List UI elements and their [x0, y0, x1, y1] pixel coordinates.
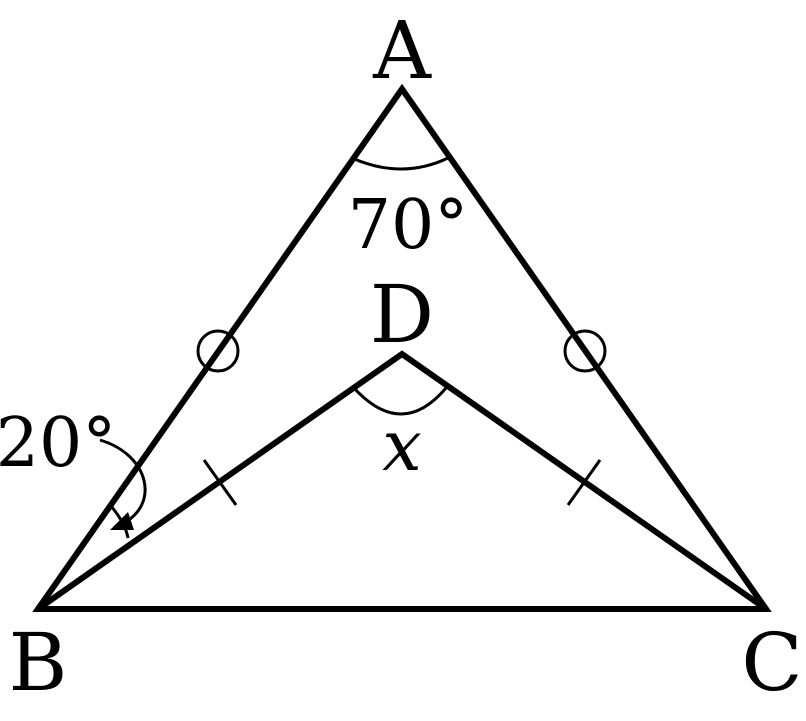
angle-label-b: 20° [0, 404, 116, 483]
equal-circle-mark-ab [196, 329, 240, 373]
vertex-label-d: D [370, 268, 434, 361]
segment-bdc [35, 350, 769, 612]
angle-arc-d [352, 386, 448, 416]
vertex-label-b: B [9, 616, 68, 709]
arrowhead-icon [110, 512, 134, 530]
vertex-label-a: A [372, 4, 432, 97]
angle-arrow-b [99, 438, 147, 526]
angle-label-x: x [382, 405, 421, 487]
equal-tick-mark-bd [202, 459, 238, 506]
triangle-abc [32, 83, 772, 612]
vertex-label-c: C [741, 616, 802, 709]
equal-tick-mark-dc [566, 459, 602, 506]
equal-circle-mark-ac [563, 329, 607, 373]
angle-label-a: 70° [348, 186, 469, 265]
angle-arc-a [351, 156, 449, 171]
